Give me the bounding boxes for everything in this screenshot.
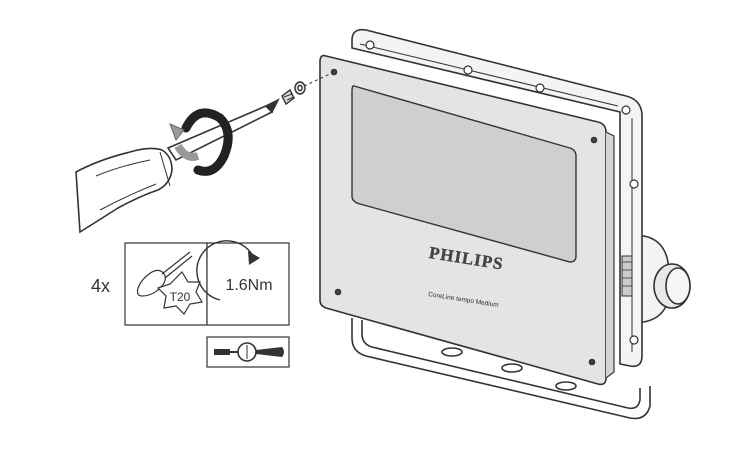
insertion-guide-line: [303, 73, 331, 87]
rear-housing: [351, 28, 643, 368]
quantity-label: 4x: [91, 276, 110, 296]
cover-screw-hole: [330, 68, 338, 76]
cover-screw-hole: [590, 136, 598, 144]
rotate-clockwise-icon: [169, 108, 233, 176]
cover-screw-hole: [588, 358, 596, 366]
front-cover: [319, 54, 615, 386]
screwdriver-icon: [75, 98, 280, 234]
torque-value: 1.6Nm: [225, 277, 272, 294]
tilt-knob: [653, 263, 691, 309]
torque-box: 1.6Nm: [196, 240, 290, 326]
screw-and-washer: [281, 81, 306, 106]
tool-bit-label: T20: [170, 290, 191, 304]
torque-wrench-icon: [206, 336, 290, 368]
rotate-clockwise-icon: [196, 240, 255, 301]
tool-bit-box: T20: [124, 242, 208, 326]
cover-screw-hole: [334, 288, 342, 296]
torx-star-icon: [156, 271, 203, 315]
led-window: [351, 85, 577, 263]
screwdriver-icon: [136, 251, 193, 297]
